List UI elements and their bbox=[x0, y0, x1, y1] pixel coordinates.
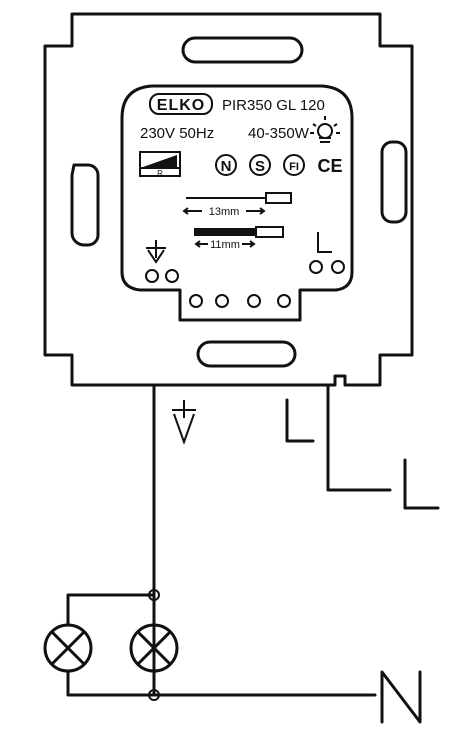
approval-marks: N S FI CE bbox=[215, 154, 343, 176]
screw-slot-left bbox=[70, 163, 100, 247]
ce-mark-text: CE bbox=[317, 156, 342, 176]
lamp-2-icon bbox=[129, 623, 179, 673]
semko-mark-text: S bbox=[255, 158, 265, 175]
live-wire bbox=[326, 383, 392, 492]
dimmer-r-symbol bbox=[139, 151, 181, 177]
dimmer-body bbox=[120, 84, 354, 322]
brand-logo-text: ELKO bbox=[157, 97, 205, 114]
strip-arrow-11mm bbox=[194, 240, 256, 248]
brand-logo bbox=[149, 93, 213, 115]
terminal-bottom-3 bbox=[247, 294, 261, 308]
model-label: PIR350 GL 120 bbox=[222, 97, 325, 114]
junction-top bbox=[148, 589, 160, 601]
power-label: 40-350W bbox=[248, 125, 310, 142]
dimmer-r-label: R bbox=[157, 169, 163, 178]
terminal-bottom-2 bbox=[215, 294, 229, 308]
lamp-1-icon bbox=[43, 623, 93, 673]
terminal-bottom-1 bbox=[189, 294, 203, 308]
mounting-plate bbox=[43, 12, 414, 387]
live-terminal-symbol bbox=[317, 232, 332, 253]
terminal-ground-2 bbox=[165, 269, 179, 283]
terminal-ground-1 bbox=[145, 269, 159, 283]
live-label-symbol bbox=[403, 458, 440, 510]
strip-length-13mm: 13mm bbox=[209, 206, 240, 218]
lamp-branch-bottom bbox=[66, 670, 156, 697]
strip-guide-11mm bbox=[194, 226, 284, 238]
nemko-mark-icon bbox=[215, 154, 237, 176]
strip-guide-13mm bbox=[186, 192, 292, 204]
fimko-mark-icon bbox=[283, 154, 305, 176]
earth-icon bbox=[146, 240, 166, 264]
neutral-label-symbol bbox=[380, 670, 422, 724]
semko-mark-icon bbox=[249, 154, 271, 176]
screw-slot-bottom bbox=[196, 340, 297, 368]
nemko-mark-text: N bbox=[221, 158, 232, 175]
fimko-mark-text: FI bbox=[289, 161, 299, 173]
strip-arrow-13mm bbox=[182, 207, 266, 215]
terminal-live-2 bbox=[331, 260, 345, 274]
terminal-bottom-4 bbox=[277, 294, 291, 308]
voltage-label: 230V 50Hz bbox=[140, 125, 214, 142]
screw-slot-top bbox=[181, 36, 304, 64]
strip-length-11mm: 11mm bbox=[210, 239, 240, 251]
live-wire-symbol bbox=[285, 398, 315, 443]
external-earth-icon bbox=[172, 400, 196, 445]
terminal-live-1 bbox=[309, 260, 323, 274]
lamp-branch-top bbox=[66, 593, 156, 627]
screw-slot-right bbox=[380, 140, 408, 224]
light-bulb-icon bbox=[310, 116, 340, 143]
